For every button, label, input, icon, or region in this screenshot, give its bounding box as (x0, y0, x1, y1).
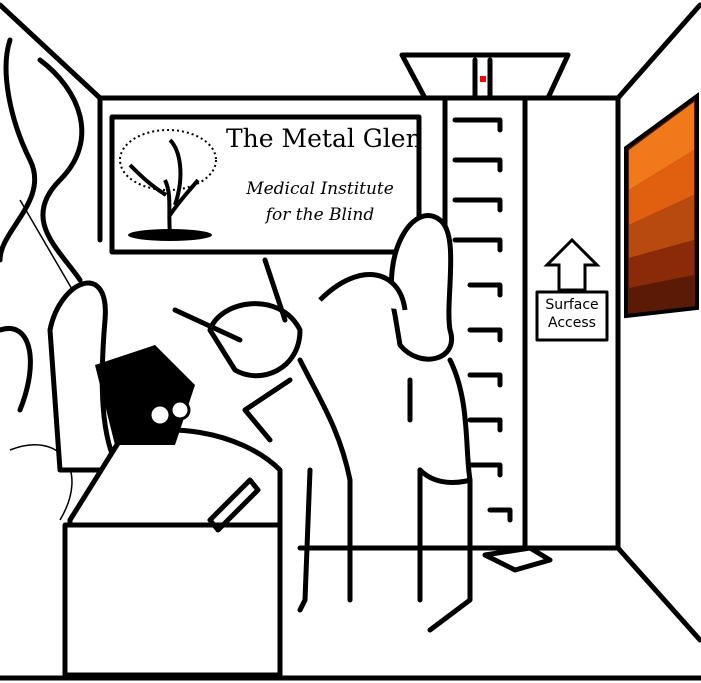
sign-title: The Metal Glen (226, 124, 422, 153)
ladder[interactable] (442, 95, 553, 573)
patient (95, 345, 195, 445)
doctor-character (172, 257, 353, 613)
surface-access-sign (535, 237, 609, 342)
indicator-light (480, 76, 486, 82)
painting (624, 92, 699, 319)
bunny-character (318, 213, 473, 633)
institute-sign (109, 114, 422, 255)
arrow-up-icon (543, 237, 601, 292)
ceiling-hatch (399, 52, 571, 101)
surface-access-label: Surface Access (545, 297, 599, 331)
sign-subtitle: Medical Institute for the Blind (246, 179, 394, 225)
tree-logo (119, 129, 217, 241)
